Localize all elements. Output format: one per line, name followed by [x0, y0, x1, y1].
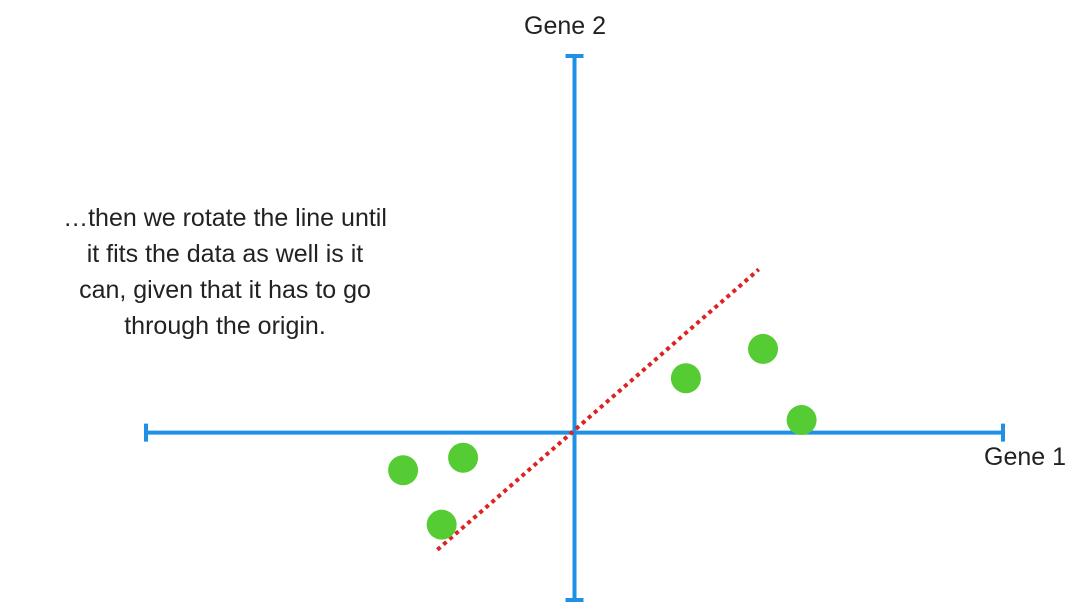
- data-point: [426, 509, 457, 540]
- data-point: [388, 455, 419, 486]
- caption-text: …then we rotate the line until it fits t…: [20, 200, 430, 344]
- y-axis-label: Gene 2: [524, 12, 607, 40]
- caption-line: it fits the data as well is it: [86, 240, 364, 268]
- data-point: [448, 442, 479, 473]
- x-axis-label: Gene 1: [984, 443, 1067, 471]
- data-point: [786, 405, 817, 436]
- caption-line: through the origin.: [124, 312, 326, 340]
- fitted-line: [436, 267, 761, 552]
- data-point: [670, 363, 701, 394]
- data-point: [748, 333, 779, 364]
- caption-line: …then we rotate the line until: [63, 204, 387, 232]
- data-points: [388, 333, 817, 540]
- caption-line: can, given that it has to go: [79, 276, 371, 304]
